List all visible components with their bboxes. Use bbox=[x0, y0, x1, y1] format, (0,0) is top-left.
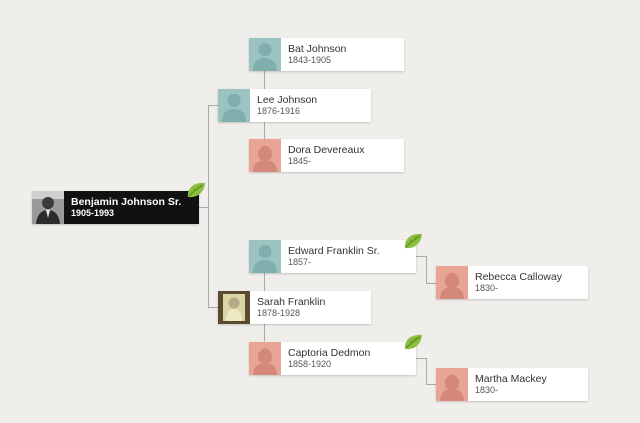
person-name: Benjamin Johnson Sr. bbox=[71, 196, 182, 208]
person-name: Lee Johnson bbox=[257, 94, 318, 106]
connector-line bbox=[208, 307, 218, 308]
person-years: 1845- bbox=[288, 156, 312, 166]
connector-line bbox=[416, 358, 426, 359]
male-silhouette-icon bbox=[249, 38, 281, 71]
connector-line bbox=[426, 283, 436, 284]
female-silhouette-icon bbox=[436, 368, 468, 401]
person-name: Edward Franklin Sr. bbox=[288, 245, 380, 257]
green-leaf-hint-icon[interactable] bbox=[403, 232, 423, 250]
green-leaf-hint-icon[interactable] bbox=[186, 181, 206, 199]
portrait-photo bbox=[32, 191, 64, 224]
connector-line bbox=[426, 384, 436, 385]
person-years: 1830- bbox=[475, 283, 499, 293]
connector-line bbox=[208, 105, 218, 106]
person-card-paternal-grandmother[interactable]: Dora Devereaux 1845- bbox=[249, 139, 404, 172]
person-card-mother[interactable]: Sarah Franklin 1878-1928 bbox=[218, 291, 371, 324]
person-card-maternal-grandmother[interactable]: Captoria Dedmon 1858-1920 bbox=[249, 342, 416, 375]
person-name: Captoria Dedmon bbox=[288, 347, 371, 359]
person-card-paternal-grandfather[interactable]: Bat Johnson 1843-1905 bbox=[249, 38, 404, 71]
person-name: Bat Johnson bbox=[288, 43, 347, 55]
connector-line bbox=[208, 105, 209, 308]
person-name: Dora Devereaux bbox=[288, 144, 365, 156]
person-years: 1858-1920 bbox=[288, 359, 332, 369]
person-years: 1878-1928 bbox=[257, 308, 301, 318]
person-years: 1830- bbox=[475, 385, 499, 395]
person-name: Sarah Franklin bbox=[257, 296, 326, 308]
connector-line bbox=[426, 358, 427, 385]
person-name: Rebecca Calloway bbox=[475, 271, 562, 283]
person-card-great-grandmother[interactable]: Martha Mackey 1830- bbox=[436, 368, 588, 401]
female-silhouette-icon bbox=[436, 266, 468, 299]
male-silhouette-icon bbox=[249, 240, 281, 273]
person-years: 1843-1905 bbox=[288, 55, 332, 65]
green-leaf-hint-icon[interactable] bbox=[403, 333, 423, 351]
connector-line bbox=[416, 256, 426, 257]
portrait-photo bbox=[218, 291, 250, 324]
person-card-root[interactable]: Benjamin Johnson Sr. 1905-1993 bbox=[32, 191, 199, 224]
female-silhouette-icon bbox=[249, 342, 281, 375]
person-card-maternal-grandfather[interactable]: Edward Franklin Sr. 1857- bbox=[249, 240, 416, 273]
person-years: 1905-1993 bbox=[71, 208, 115, 218]
person-years: 1876-1916 bbox=[257, 106, 301, 116]
female-silhouette-icon bbox=[249, 139, 281, 172]
person-card-great-grandmother[interactable]: Rebecca Calloway 1830- bbox=[436, 266, 588, 299]
connector-line bbox=[199, 207, 208, 208]
male-silhouette-icon bbox=[218, 89, 250, 122]
person-years: 1857- bbox=[288, 257, 312, 267]
person-name: Martha Mackey bbox=[475, 373, 547, 385]
person-card-father[interactable]: Lee Johnson 1876-1916 bbox=[218, 89, 371, 122]
connector-line bbox=[426, 256, 427, 284]
